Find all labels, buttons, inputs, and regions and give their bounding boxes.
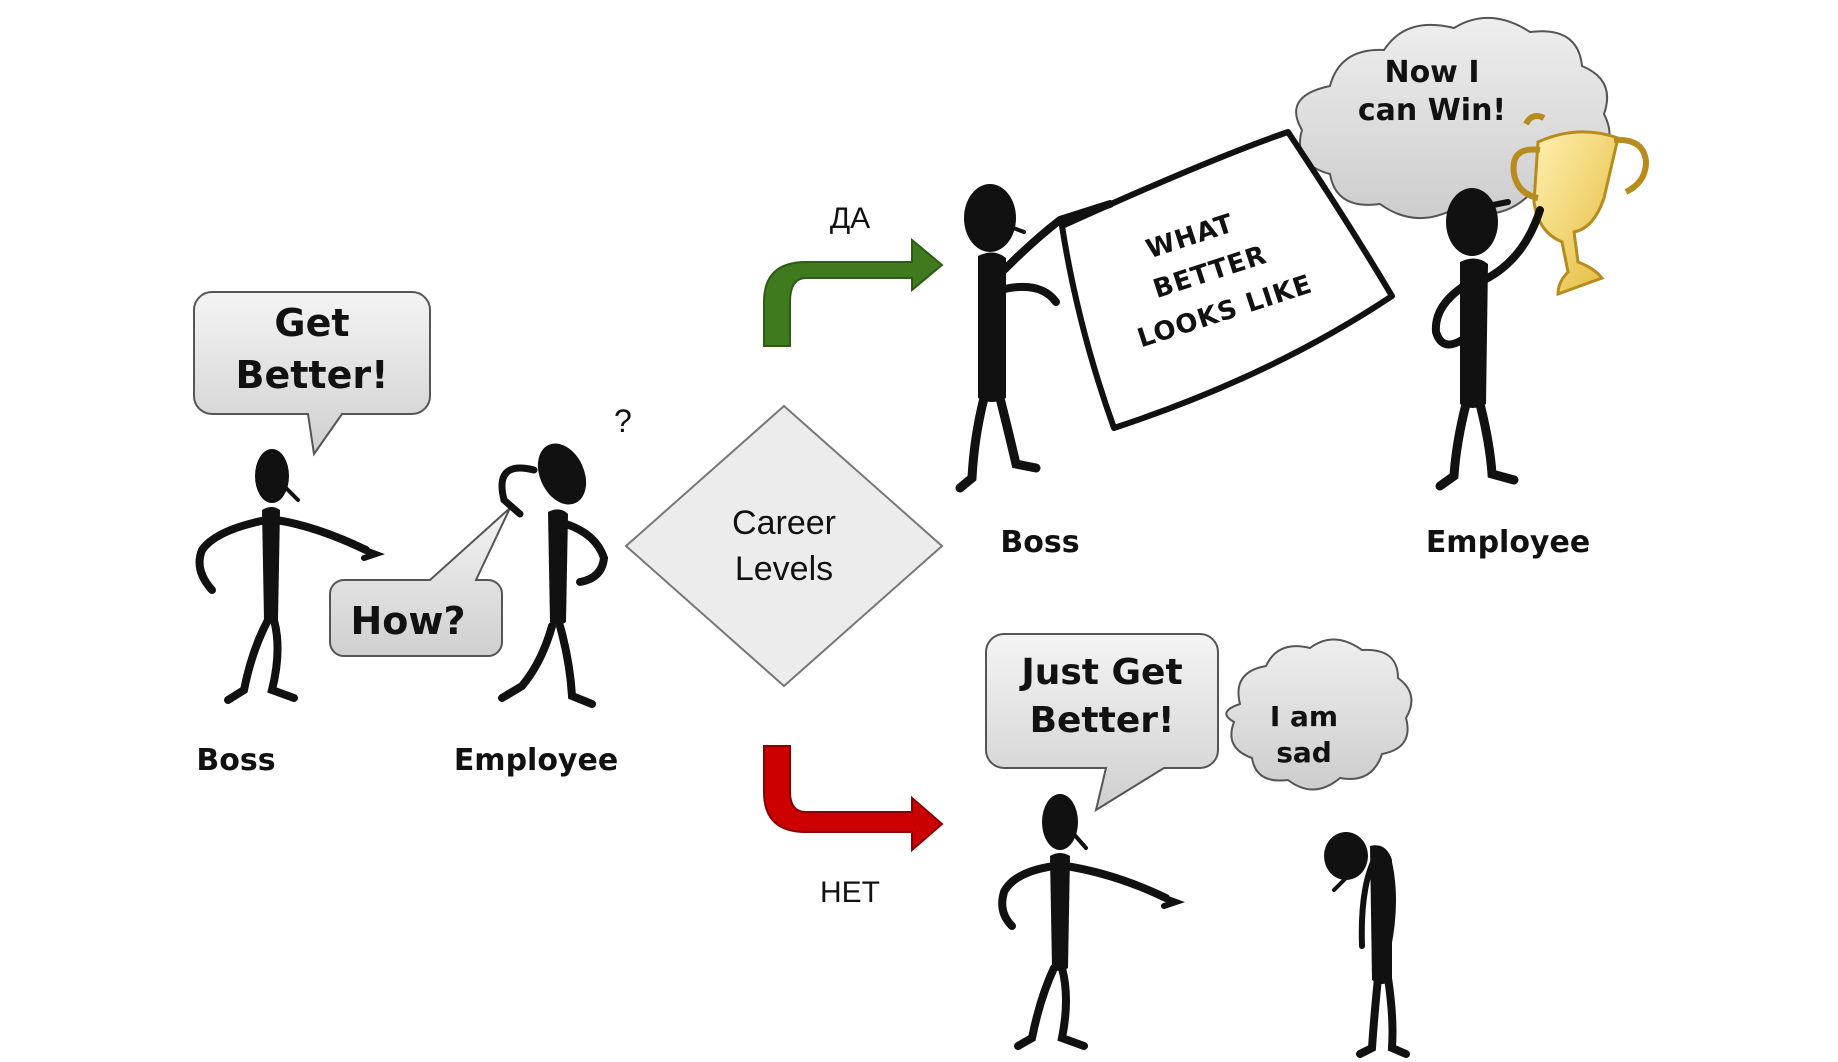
employee-speech-bubble: How? — [329, 507, 511, 657]
yes-panel: Now I can Win! WHAT BETTER LOOKS LIKE — [955, 17, 1650, 560]
boss-bubble-line-1: Get — [274, 301, 349, 345]
boss-speech-bubble: Get Better! — [193, 291, 431, 457]
thought-cloud-win-line-2: can Win! — [1358, 93, 1506, 128]
decision-line-2: Levels — [735, 550, 833, 588]
yes-label: ДА — [830, 202, 870, 235]
no-label: НЕТ — [820, 876, 880, 909]
employee-figure-sad — [1324, 832, 1410, 1058]
decision-diamond: Career Levels — [624, 404, 944, 688]
left-panel: Get Better! How? ? Bo — [193, 291, 632, 778]
boss-figure-pointing — [195, 449, 385, 704]
no-panel: Just Get Better! I am sad — [985, 633, 1413, 1058]
employee-figure-winning — [1431, 188, 1544, 491]
sign-board: WHAT BETTER LOOKS LIKE — [1059, 129, 1395, 431]
yes-boss-label: Boss — [1000, 525, 1079, 560]
question-mark: ? — [614, 403, 632, 439]
yes-employee-label: Employee — [1426, 525, 1590, 560]
boss-bubble-line-2: Better! — [236, 353, 389, 397]
boss-figure-holding-sign — [955, 184, 1114, 493]
trophy-icon — [1510, 113, 1650, 297]
left-boss-label: Boss — [196, 743, 275, 778]
employee-bubble-text: How? — [350, 599, 465, 643]
just-get-better-line-1: Just Get — [1018, 652, 1182, 693]
thought-cloud-win: Now I can Win! — [1295, 17, 1611, 219]
left-employee-label: Employee — [454, 743, 618, 778]
sad-cloud-line-1: I am — [1270, 700, 1338, 733]
boss-figure-pointing-no — [998, 794, 1185, 1050]
decision-line-1: Career — [732, 504, 836, 542]
thought-cloud-win-line-1: Now I — [1384, 55, 1479, 90]
just-get-better-bubble: Just Get Better! — [985, 633, 1219, 813]
sad-cloud-line-2: sad — [1276, 736, 1332, 769]
thought-cloud-sad: I am sad — [1225, 638, 1413, 791]
employee-figure-confused — [498, 443, 609, 708]
just-get-better-line-2: Better! — [1030, 700, 1175, 741]
no-branch-arrow: НЕТ — [763, 745, 944, 909]
yes-branch-arrow: ДА — [763, 202, 944, 347]
